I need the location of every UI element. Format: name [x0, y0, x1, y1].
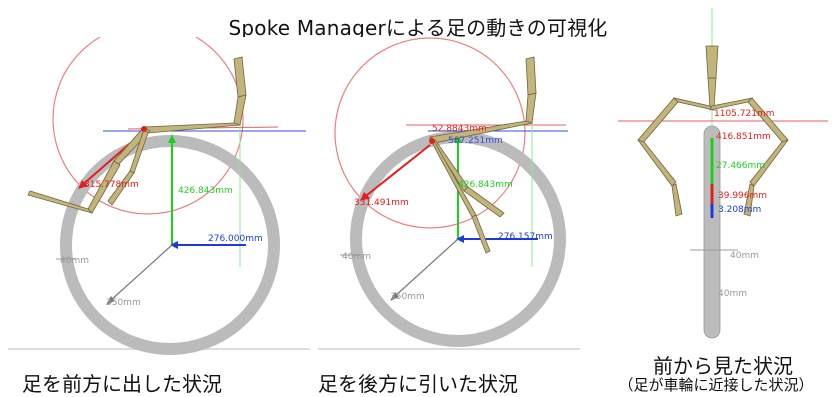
b-label: 39.996mm [718, 191, 767, 201]
wheel-size-label: 350mm [106, 298, 141, 308]
horizontal-label: 276.000mm [208, 234, 263, 244]
vertical-label: 426.843mm [178, 186, 233, 196]
reach-circle [52, 37, 244, 215]
panel-leg-forward: 315.778mm 426.843mm 276.000mm 40mm 350mm [8, 37, 310, 355]
viewport-leg-backward[interactable]: 52.8843mm 567.251mm 331.491mm 426.843mm … [318, 37, 580, 355]
horizontal-label: 276.157mm [498, 232, 553, 242]
offset-label: 40mm [730, 251, 759, 261]
top2-label: 567.251mm [448, 136, 503, 146]
vertical-label: 27.466mm [716, 161, 765, 171]
panel-leg-backward: 52.8843mm 567.251mm 331.491mm 426.843mm … [318, 37, 580, 355]
page-title: Spoke Managerによる足の動きの可視化 [228, 16, 608, 40]
c-label: 3.208mm [718, 205, 761, 215]
viewport-leg-forward[interactable]: 315.778mm 426.843mm 276.000mm 40mm 350mm [8, 37, 310, 355]
wheel-side [703, 125, 721, 339]
caption-leg-forward: 足を前方に出した状況 [22, 372, 222, 396]
caption-front-view: 前から見た状況 [653, 354, 793, 378]
leg-linkage [27, 56, 247, 214]
radius-dim-line [361, 144, 431, 200]
wheel-size-label: 40mm [718, 289, 747, 299]
vertical-label: 426.843mm [458, 180, 513, 190]
offset-label: 40mm [60, 256, 89, 266]
leg-linkage [636, 45, 790, 217]
radius-label: 315.778mm [84, 180, 139, 190]
top-label: 52.8843mm [432, 124, 487, 134]
leg-linkage [429, 56, 537, 254]
offset-label: 40mm [342, 252, 371, 262]
panel-front-view: 1105.721mm 416.851mm 27.466mm 39.996mm 3… [618, 6, 828, 355]
caption-leg-backward: 足を後方に引いた状況 [318, 372, 518, 396]
subcaption-front-view: （足が車輪に近接した状況） [618, 376, 814, 394]
radius-label: 331.491mm [354, 198, 409, 208]
reach-circle [334, 37, 526, 229]
wheel-size-label: 350mm [390, 292, 425, 302]
a-label: 416.851mm [716, 132, 771, 142]
viewport-front-view[interactable]: 1105.721mm 416.851mm 27.466mm 39.996mm 3… [618, 6, 828, 355]
top-label: 1105.721mm [714, 109, 774, 119]
